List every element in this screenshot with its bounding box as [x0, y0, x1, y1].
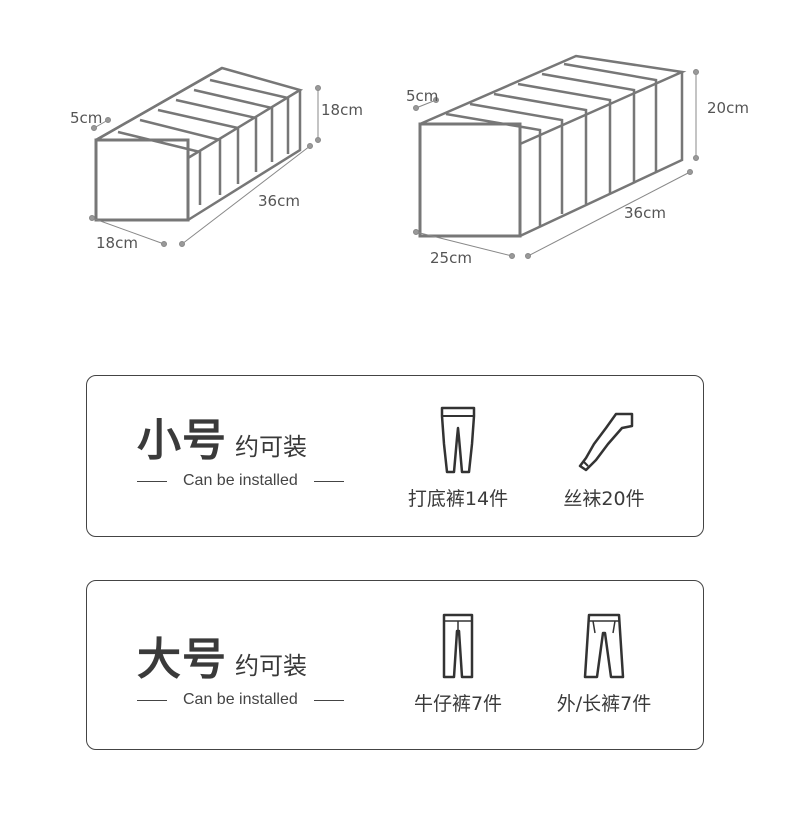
large-size-heading: 大号 约可装 Can be installed — [137, 637, 357, 709]
stocking-icon — [578, 412, 634, 472]
divider-line — [313, 699, 344, 701]
divider-line — [313, 480, 344, 482]
small-width-label: 18cm — [96, 234, 138, 252]
item-label: 外/长裤7件 — [556, 693, 652, 715]
install-text: Can be installed — [183, 691, 298, 708]
install-text: Can be installed — [183, 472, 298, 489]
capacity-text: 约可装 — [235, 433, 307, 461]
jeans-icon — [442, 613, 474, 679]
divider-line — [137, 480, 167, 482]
small-divider-label: 5cm — [70, 109, 102, 127]
item-jeans: 牛仔裤7件 — [383, 611, 533, 716]
large-length-label: 36cm — [624, 204, 666, 222]
item-label: 丝袜20件 — [563, 488, 645, 510]
trousers-icon — [583, 613, 625, 679]
small-size-heading: 小号 约可装 Can be installed — [137, 418, 357, 490]
leggings-icon — [440, 406, 476, 474]
item-label: 牛仔裤7件 — [413, 693, 503, 715]
large-size-card: 大号 约可装 Can be installed 牛仔裤7件 外/长裤7件 — [86, 580, 704, 750]
small-height-label: 18cm — [321, 101, 363, 119]
small-size-card: 小号 约可装 Can be installed 打底裤14件 丝袜20件 — [86, 375, 704, 537]
dimension-diagram: 18cm 5cm 36cm 18cm 20cm 5cm 36cm 25cm — [70, 54, 749, 267]
large-box-illustration — [418, 54, 687, 238]
large-height-label: 20cm — [707, 99, 749, 117]
item-stocking: 丝袜20件 — [529, 404, 679, 511]
capacity-text: 约可装 — [235, 652, 307, 680]
small-length-label: 36cm — [258, 192, 300, 210]
size-title: 小号 — [137, 415, 227, 466]
size-title: 大号 — [137, 634, 227, 685]
large-divider-label: 5cm — [406, 87, 438, 105]
small-box-illustration — [94, 66, 304, 222]
item-leggings: 打底裤14件 — [383, 404, 533, 511]
divider-line — [137, 699, 167, 701]
item-trousers: 外/长裤7件 — [529, 611, 679, 716]
item-label: 打底裤14件 — [407, 488, 509, 510]
large-width-label: 25cm — [430, 249, 472, 267]
